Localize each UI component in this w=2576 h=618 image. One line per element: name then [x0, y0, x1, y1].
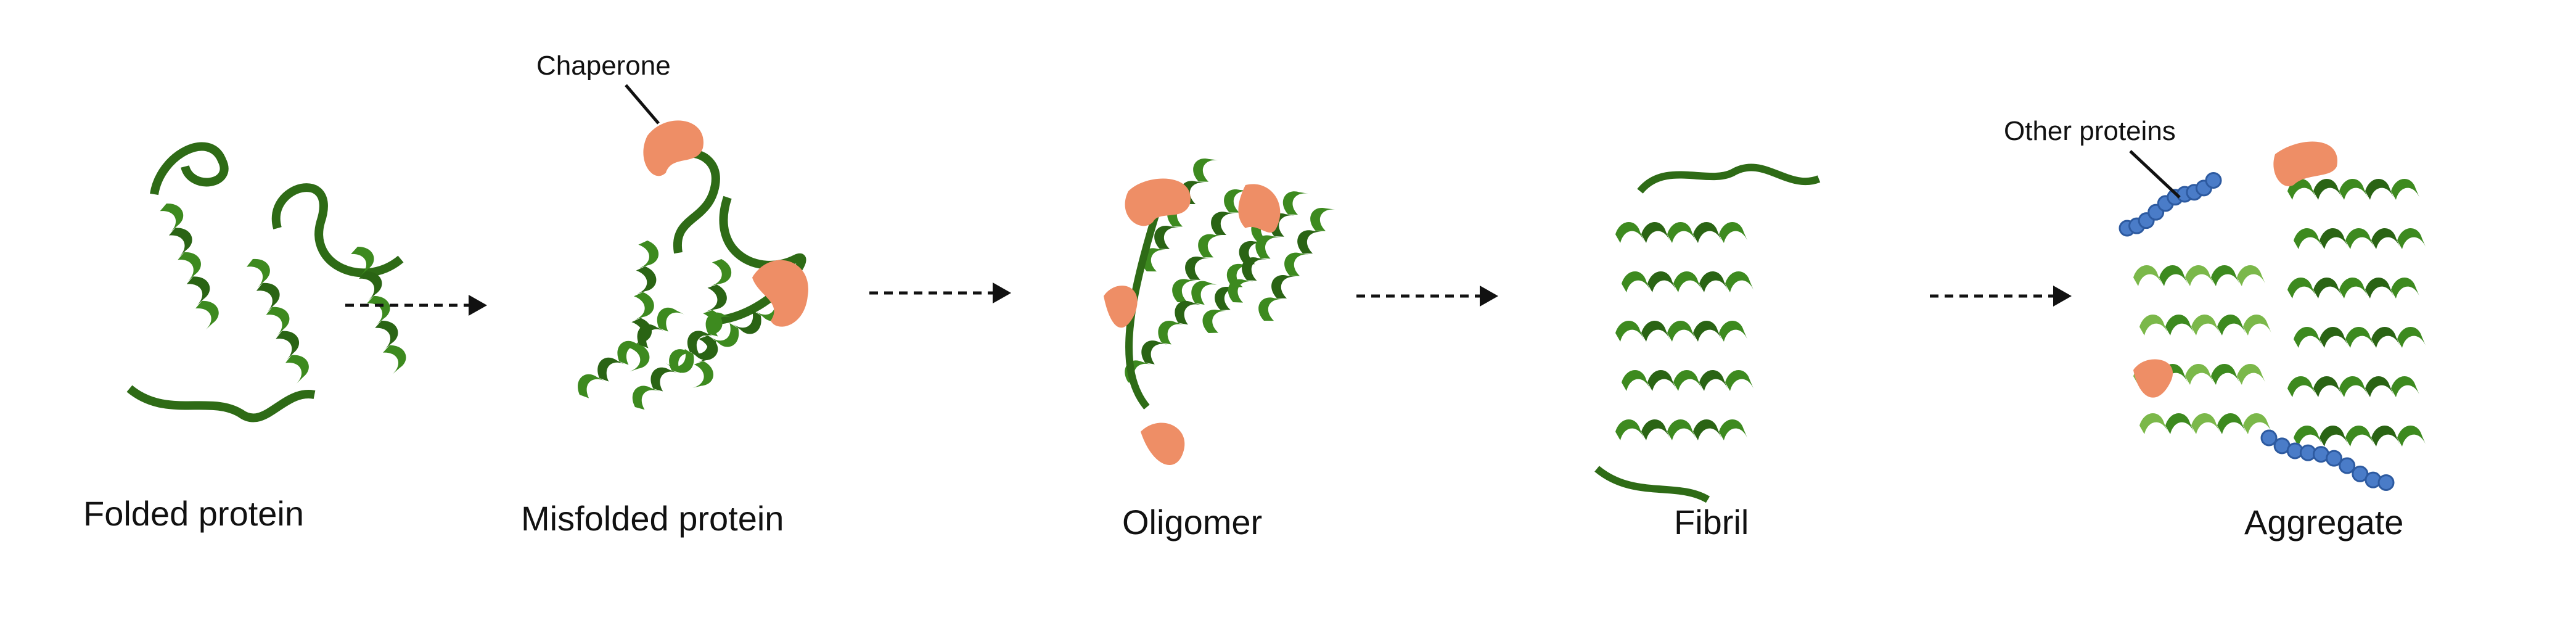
transition-arrow	[1356, 286, 1498, 307]
chaperone-shape	[1125, 178, 1191, 226]
other-proteins-label: Other proteins	[2004, 116, 2176, 146]
chaperone-callout-line	[625, 84, 660, 125]
chaperone-shape	[1141, 422, 1185, 465]
stage-label-oligomer: Oligomer	[1122, 503, 1263, 542]
stage-label-misfolded-protein: Misfolded protein	[521, 499, 784, 538]
aggregate-icon	[2119, 141, 2426, 491]
transition-arrow	[345, 295, 487, 316]
transition-arrow	[1930, 286, 2072, 307]
chaperone-shape	[643, 120, 703, 176]
other-protein-chain	[2119, 171, 2222, 237]
misfolded-protein-icon	[578, 120, 808, 410]
stage-label-folded-protein: Folded protein	[83, 494, 305, 533]
stage-label-aggregate: Aggregate	[2244, 503, 2404, 542]
oligomer-icon	[1104, 158, 1335, 465]
other-protein-chain	[2260, 429, 2395, 491]
other-proteins-callout-line	[2129, 150, 2181, 199]
stage-label-fibril: Fibril	[1674, 503, 1749, 542]
folded-protein-icon	[126, 142, 406, 422]
transition-arrow	[869, 282, 1011, 303]
chaperone-shape	[1104, 286, 1138, 328]
chaperone-shape	[2133, 359, 2173, 398]
chaperone-shape	[2273, 141, 2337, 186]
chaperone-shape	[752, 260, 808, 327]
chaperone-label: Chaperone	[536, 51, 671, 81]
chaperone-shape	[1238, 184, 1281, 233]
fibril-icon	[1594, 163, 1821, 503]
